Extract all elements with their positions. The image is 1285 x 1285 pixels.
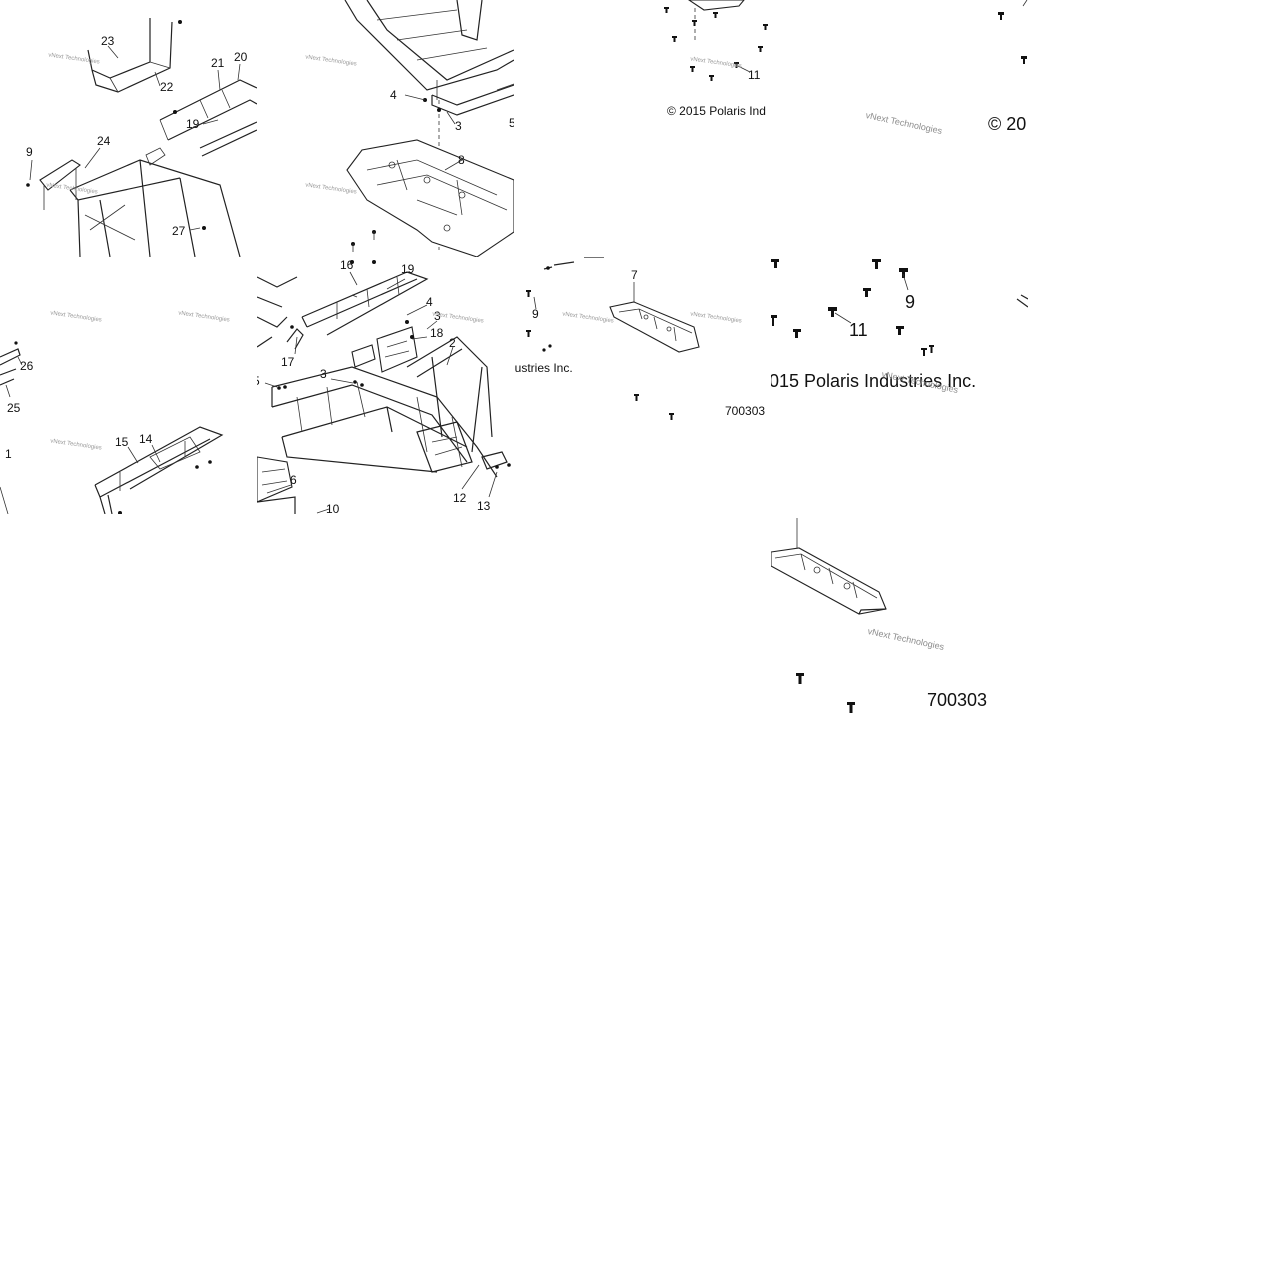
frame-rear-drawing — [0, 341, 224, 514]
copyright: © 20 — [988, 114, 1027, 134]
callout-14: 14 — [139, 432, 153, 446]
callout-9: 9 — [532, 307, 539, 321]
callout-23: 23 — [101, 34, 115, 48]
callout-24: 24 — [97, 134, 111, 148]
callout-5: 5 — [509, 116, 514, 130]
callout-13: 13 — [477, 499, 491, 513]
callout-21: 21 — [211, 56, 225, 70]
diagram-tile-side-skid: 7 9 lustries Inc. 700303 vNext Technolog… — [514, 257, 771, 514]
copyright: lustries Inc. — [514, 361, 573, 375]
skid-plate-drawing — [344, 0, 514, 257]
callout-4: 4 — [390, 88, 397, 102]
side-skid-zoom-drawing — [771, 518, 887, 713]
part-code: 700303 — [927, 690, 988, 710]
callout-16: 16 — [340, 258, 354, 272]
callout-11: 11 — [748, 68, 761, 82]
rear-rack-drawing — [26, 18, 257, 257]
callout-7: 7 — [631, 268, 638, 282]
callout-26: 26 — [20, 359, 34, 373]
callout-27: 27 — [172, 224, 186, 238]
diagram-tile-rear-rack: 23 20 21 22 19 9 24 27 vNext Technologie… — [0, 0, 257, 257]
callout-12: 12 — [453, 491, 467, 505]
callout-6: 6 — [290, 473, 297, 487]
callout-19: 19 — [401, 262, 415, 276]
callout-1: 1 — [5, 447, 12, 461]
callout-3b: 3 — [320, 367, 327, 381]
callout-19: 19 — [186, 117, 200, 131]
diagram-tile-copyright-corner: © 20 vNext Technologies — [771, 0, 1028, 257]
callout-9: 9 — [26, 145, 33, 159]
diagram-tile-side-skid-zoom: 700303 vNext Technologies — [771, 514, 1028, 771]
callout-5: 5 — [257, 375, 260, 387]
main-frame-drawing — [257, 260, 511, 514]
copyright: 015 Polaris Industries Inc. — [771, 371, 977, 391]
callout-8: 8 — [458, 153, 465, 167]
callout-25: 25 — [7, 401, 21, 415]
fasteners-drawing — [664, 0, 768, 81]
callout-9: 9 — [905, 292, 916, 312]
diagram-tile-frame-rear: 26 25 1 15 14 vNext Technologies vNext T… — [0, 257, 257, 514]
side-skid-drawing — [526, 257, 700, 420]
callout-18: 18 — [430, 326, 444, 340]
callout-17: 17 — [281, 355, 295, 369]
callout-15: 15 — [115, 435, 129, 449]
fasteners-zoom-drawing — [771, 259, 1028, 356]
corner-fasteners — [998, 0, 1028, 64]
callout-4: 4 — [426, 295, 433, 309]
diagram-tile-skid-plate: 4 3 5 8 vNext Technologies vNext Technol… — [257, 0, 514, 257]
diagram-tile-fasteners: 11 © 2015 Polaris Ind vNext Technologies — [514, 0, 771, 257]
callout-3: 3 — [434, 309, 441, 323]
callout-11: 11 — [849, 320, 868, 340]
callout-20: 20 — [234, 50, 248, 64]
callout-2: 2 — [449, 336, 456, 350]
part-code: 700303 — [725, 404, 766, 418]
copyright: © 2015 Polaris Ind — [667, 104, 766, 118]
diagram-tile-fasteners-zoom: 9 11 015 Polaris Industries Inc. vNext T… — [771, 257, 1028, 514]
diagram-tile-main-frame: 16 19 4 3 18 2 17 3 5 6 10 12 13 vNext T… — [257, 257, 514, 514]
callout-10: 10 — [326, 502, 340, 514]
callout-3: 3 — [455, 119, 462, 133]
callout-22: 22 — [160, 80, 174, 94]
